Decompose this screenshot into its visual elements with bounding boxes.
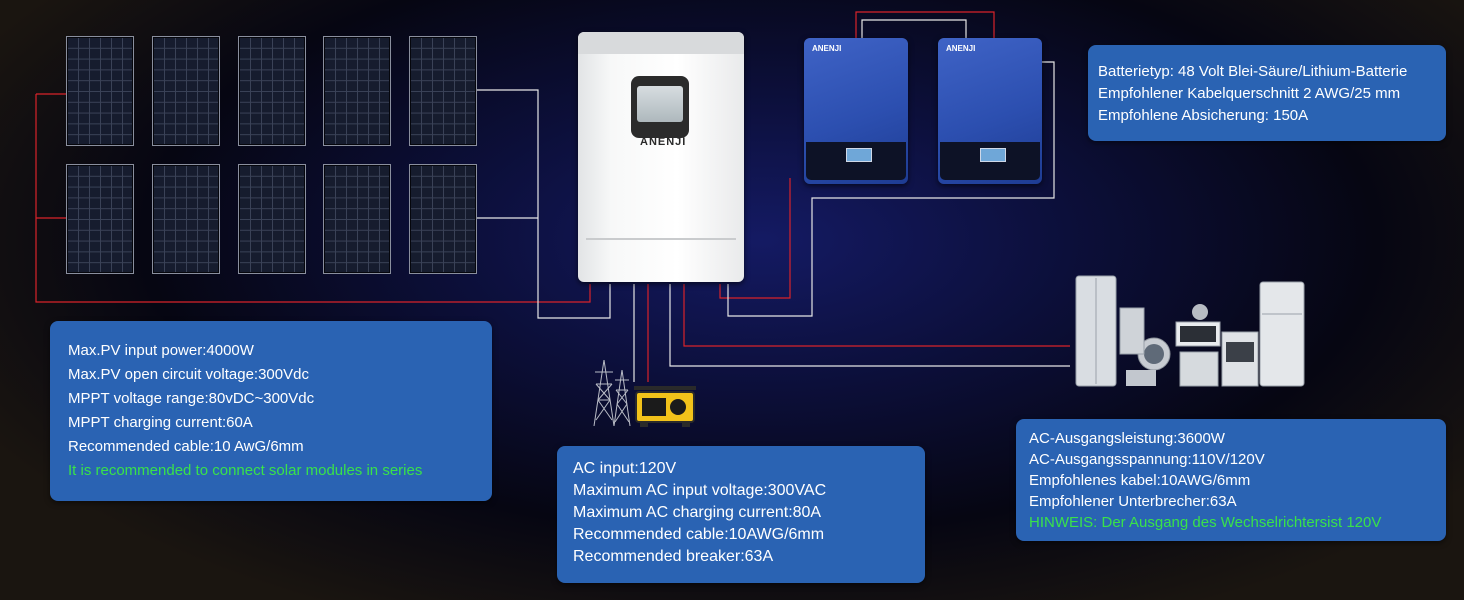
inverter-logo: ANENJI: [640, 136, 687, 148]
generator-icon: [634, 386, 696, 427]
power-tower-icon: [613, 370, 631, 426]
solar-panel-icon: [238, 164, 306, 274]
battery-logo: ANENJI: [946, 44, 976, 53]
pv-spec-line: MPPT charging current:60A: [68, 414, 253, 431]
battery-spec-line: Batterietyp: 48 Volt Blei-Säure/Lithium-…: [1098, 63, 1408, 80]
pv-spec-line: Max.PV input power:4000W: [68, 342, 254, 359]
battery-link-red: [855, 11, 995, 38]
battery-icon: ANENJI: [938, 38, 1042, 184]
ac-output-wire-red: [683, 284, 1070, 347]
ac-input-spec-line: Maximum AC input voltage:300VAC: [573, 482, 827, 499]
battery-wire-red: [719, 178, 791, 299]
battery-spec-box: Batterietyp: 48 Volt Blei-Säure/Lithium-…: [1088, 45, 1446, 141]
battery-wire-white: [727, 61, 1055, 317]
battery-link-white: [861, 19, 967, 38]
ac-output-spec-box: AC-Ausgangsleistung:3600W AC-Ausgangsspa…: [1016, 419, 1446, 541]
battery-spec-line: Empfohlener Kabelquerschnitt 2 AWG/25 mm: [1098, 85, 1401, 102]
solar-panel-icon: [409, 36, 477, 146]
pv-wire-positive: [476, 89, 611, 319]
ac-output-spec-line: AC-Ausgangsspannung:110V/120V: [1029, 451, 1265, 468]
inverter-icon: ANENJI: [578, 32, 744, 282]
battery-spec-line: Empfohlene Absicherung: 150A: [1098, 107, 1309, 124]
solar-panel-icon: [152, 36, 220, 146]
ac-input-spec-line: Recommended breaker:63A: [573, 548, 774, 565]
pv-spec-box: Max.PV input power:4000W Max.PV open cir…: [50, 321, 492, 501]
pv-wire-negative-main: [35, 94, 591, 303]
solar-panel-icon: [323, 36, 391, 146]
home-appliances-icon: [1075, 275, 1305, 387]
ac-output-spec-line: Empfohlener Unterbrecher:63A: [1029, 493, 1237, 510]
ac-input-spec-box: AC input:120V Maximum AC input voltage:3…: [557, 446, 925, 583]
pv-spec-line: Recommended cable:10 AwG/6mm: [68, 438, 304, 455]
solar-panel-icon: [66, 36, 134, 146]
solar-panel-icon: [323, 164, 391, 274]
solar-panel-icon: [409, 164, 477, 274]
ac-output-spec-line: Empfohlenes kabel:10AWG/6mm: [1029, 472, 1251, 489]
power-tower-icon: [593, 360, 615, 426]
battery-logo: ANENJI: [812, 44, 842, 53]
solar-panel-icon: [238, 36, 306, 146]
ac-output-spec-line: AC-Ausgangsleistung:3600W: [1029, 430, 1225, 447]
ac-output-wire-white: [669, 284, 1070, 367]
inverter-top: [578, 32, 744, 54]
ac-input-spec-line: Maximum AC charging current:80A: [573, 504, 822, 521]
ac-input-spec-line: AC input:120V: [573, 460, 677, 477]
ac-input-spec-line: Recommended cable:10AWG/6mm: [573, 526, 825, 543]
pv-spec-line: Max.PV open circuit voltage:300Vdc: [68, 366, 309, 383]
inverter-display: [631, 76, 689, 138]
solar-panel-icon: [66, 164, 134, 274]
pv-spec-line: MPPT voltage range:80vDC~300Vdc: [68, 390, 315, 407]
battery-icon: ANENJI: [804, 38, 908, 184]
ac-output-hint: HINWEIS: Der Ausgang des Wechselrichters…: [1029, 514, 1382, 531]
pv-hint: It is recommended to connect solar modul…: [68, 462, 423, 479]
solar-panel-icon: [152, 164, 220, 274]
